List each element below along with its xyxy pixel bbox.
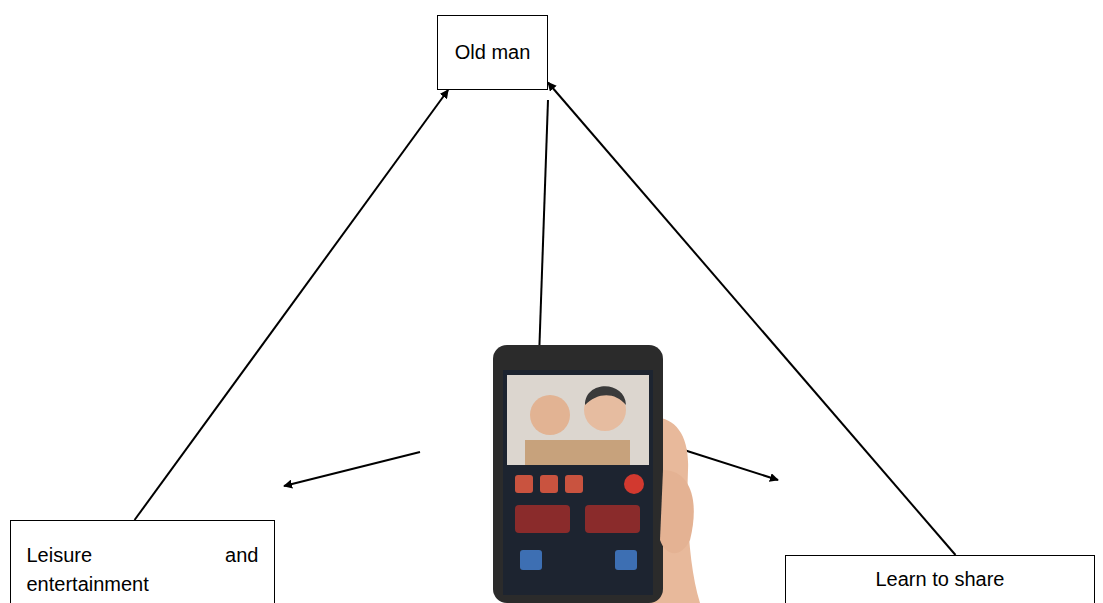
box-label: Old man <box>455 38 531 67</box>
arrow-line <box>284 452 420 486</box>
app-icon <box>615 550 637 570</box>
app-icon <box>585 505 640 533</box>
arrow-connector <box>135 90 449 520</box>
phone-photo <box>507 375 649 465</box>
phone-screen <box>503 370 653 595</box>
face <box>530 395 570 435</box>
app-icon <box>515 475 533 493</box>
app-icon <box>565 475 583 493</box>
app-icon <box>515 505 570 533</box>
app-icon <box>624 474 644 494</box>
app-icon <box>520 550 542 570</box>
app-icon <box>540 475 558 493</box>
hair <box>585 386 626 405</box>
shirt <box>525 440 630 465</box>
box-label: Learn to share <box>876 565 1005 594</box>
phone-body <box>493 345 663 603</box>
arrow-line <box>539 100 548 358</box>
arrow-connector <box>548 83 956 556</box>
text-box: Old man <box>437 15 548 90</box>
arrow-line <box>684 450 778 480</box>
box-label: Leisure and entertainment <box>27 541 259 599</box>
thumb <box>660 470 694 553</box>
text-box: Learn to share <box>785 555 1095 603</box>
text-box: Leisure and entertainment <box>10 520 275 603</box>
